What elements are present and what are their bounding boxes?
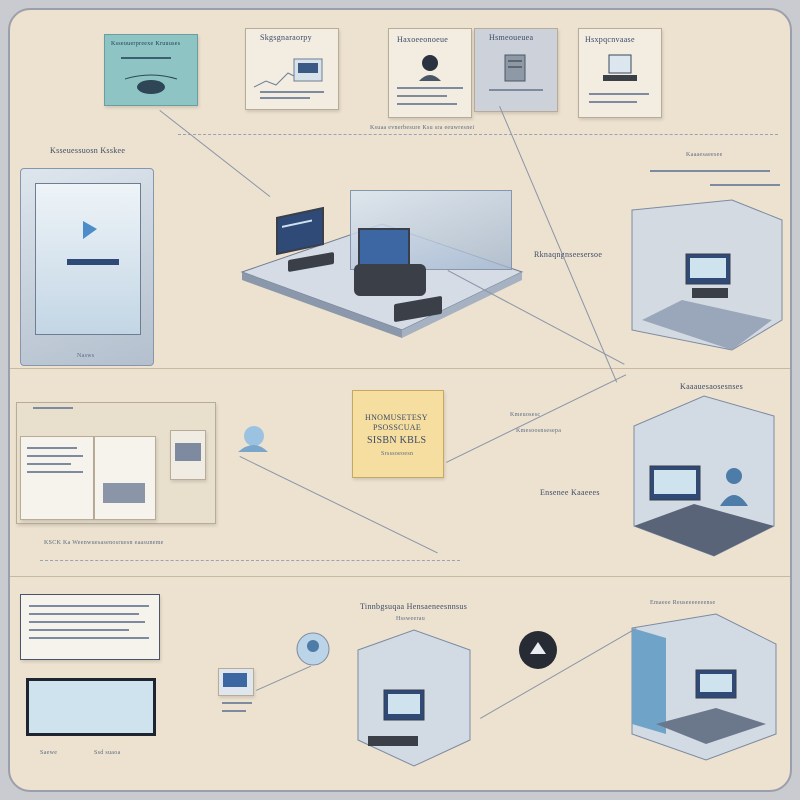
- bottom-left-footer-b: Ssd suaoa: [94, 750, 121, 756]
- mouse-icon: [124, 74, 178, 94]
- top-band: [10, 10, 790, 369]
- monitor-center: [358, 228, 410, 266]
- text-line: [589, 93, 649, 95]
- bottom-person-icon: [296, 632, 330, 666]
- text-line: [29, 613, 139, 615]
- mid-note-title: HNOMUSETESY: [365, 413, 428, 422]
- right-top-caption: Kaaaesaeesee: [686, 152, 723, 158]
- server-icon: [504, 54, 526, 82]
- bottom-center-title: Tinnbgsuqaa Hensaeneesnnsus: [360, 602, 468, 611]
- k-logo-icon: [67, 221, 119, 265]
- center-label: Rknaqngnseesersoe: [534, 250, 603, 259]
- flow-line-top: [178, 134, 778, 135]
- text-line: [260, 91, 324, 93]
- mid-note-sub2: SISBN KBLS: [367, 435, 427, 446]
- top-card-5-title: Hsxpqcnvaase: [585, 35, 635, 44]
- mid-small-card: [170, 430, 206, 480]
- top-card-2: Skgsgnaraorpy: [245, 28, 339, 110]
- mid-right-booth: [633, 395, 775, 557]
- top-card-3: Haxoeeonoeue: [388, 28, 472, 118]
- left-panel-title: Ksseuessuosn Ksskee: [50, 146, 126, 155]
- person-icon: [419, 55, 441, 81]
- text-line: [282, 219, 312, 228]
- text-line: [650, 170, 770, 172]
- top-card-1: Ksseuuerpreexe Kruuuses: [104, 34, 198, 106]
- text-line: [121, 57, 171, 59]
- text-line: [29, 621, 145, 623]
- mid-note-sub1: PSOSSCUAE: [373, 423, 422, 432]
- mid-doc-1: [20, 436, 94, 520]
- top-card-3-title: Haxoeeonoeue: [397, 35, 449, 44]
- text-line: [260, 97, 310, 99]
- text-line: [29, 629, 129, 631]
- right-top-booth: [631, 199, 783, 351]
- bottom-right-caption: Emaeee Reuseeeeeeense: [650, 600, 716, 606]
- text-line: [397, 103, 457, 105]
- top-card-4-title: Hsmeoueuea: [489, 33, 534, 42]
- caption-center: Ksuaa evnerbesure Ksu sra eeuwresnei: [370, 125, 475, 131]
- text-line: [29, 605, 149, 607]
- text-line: [589, 101, 637, 103]
- text-line: [29, 637, 149, 639]
- mid-right-caption: Ensenee Kaaeees: [540, 488, 600, 497]
- workstation-icon: [603, 54, 637, 81]
- mid-caption-a: Kmeuosesc: [510, 412, 541, 418]
- left-panel-footer: Nasws: [77, 353, 95, 359]
- bottom-left-footer-a: Saewe: [40, 750, 58, 756]
- top-card-4: Hsmeoueuea: [474, 28, 558, 112]
- text-line: [489, 89, 543, 91]
- text-line: [27, 447, 77, 449]
- text-line: [27, 471, 83, 473]
- line-chart-icon: [253, 58, 323, 88]
- bottom-right-booth: [631, 613, 777, 761]
- mid-caption-b: Kmesoosnsesepa: [516, 428, 562, 434]
- mid-person-icon: [238, 426, 268, 452]
- bottom-center-sub: Hssweerau: [396, 616, 426, 622]
- text-line: [397, 95, 447, 97]
- text-line: [27, 463, 71, 465]
- connector: [480, 628, 637, 719]
- text-line: [222, 702, 252, 704]
- bottom-center-booth: [357, 629, 471, 767]
- mid-note: HNOMUSETESY PSOSSCUAE SISBN KBLS Srsssoe…: [352, 390, 444, 478]
- card-image: [175, 443, 201, 461]
- bottom-left-display: [26, 678, 156, 736]
- text-line: [397, 87, 463, 89]
- mid-right-title: Kaaauesaosesnses: [680, 382, 743, 391]
- bottom-small-monitor: [218, 668, 254, 696]
- middle-band: [10, 368, 790, 577]
- text-line: [710, 184, 780, 186]
- bottom-lamp-icon: [519, 631, 557, 669]
- text-line: [27, 455, 83, 457]
- mid-doc-2: [94, 436, 156, 520]
- top-card-2-title: Skgsgnaraorpy: [260, 33, 312, 42]
- doc-image: [103, 483, 145, 503]
- monitor-screen: [223, 673, 247, 687]
- bottom-doc-card: [20, 594, 160, 660]
- connector: [256, 665, 312, 691]
- flow-line-mid: [40, 560, 460, 561]
- text-line: [33, 407, 73, 409]
- diagram-frame: Ksseuuerpreexe Kruuuses Skgsgnaraorpy Ha…: [8, 8, 792, 792]
- top-card-5: Hsxpqcnvaase: [578, 28, 662, 118]
- mid-note-sub3: Srsssoeoesn: [381, 451, 414, 457]
- left-panel-device: Nasws: [20, 168, 154, 366]
- printer-device: [354, 264, 426, 296]
- mid-footer-left: KSCK Ka Weenwuesasenosruesn eaasuneme: [44, 540, 164, 546]
- top-card-1-title: Ksseuuerpreexe Kruuuses: [111, 41, 181, 47]
- text-line: [222, 710, 246, 712]
